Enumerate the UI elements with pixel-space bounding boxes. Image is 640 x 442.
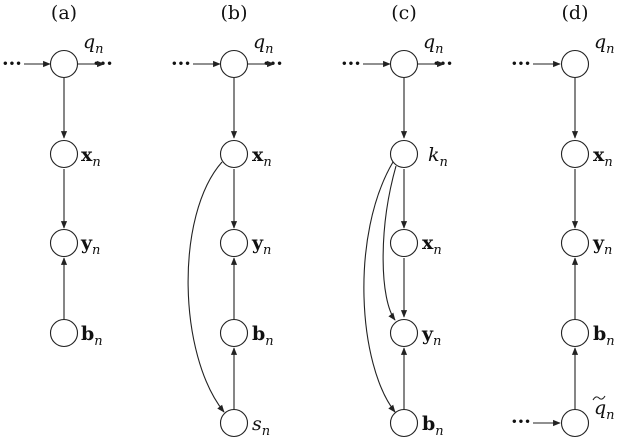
label-q-d: qn <box>594 31 615 57</box>
chain-dots-left-c: ··· <box>341 53 361 75</box>
chain-dots-left-d: ··· <box>511 53 531 75</box>
label-qtilde-d: qn <box>594 397 615 423</box>
node-b-c <box>389 408 419 438</box>
label-b-a: bn <box>81 323 103 349</box>
label-q-c: qn <box>423 31 444 57</box>
label-x-c: xn <box>422 232 442 258</box>
label-k-c: kn <box>428 144 448 170</box>
node-y-d <box>560 228 590 258</box>
label-q-b: qn <box>253 31 274 57</box>
chain-dots-left-a: ··· <box>2 53 22 75</box>
node-y-b <box>219 228 249 258</box>
label-q-a: qn <box>83 31 104 57</box>
panel-b: (b) ··· ··· qn xn yn bn sn <box>171 2 283 439</box>
edge-k-y-c <box>382 165 397 321</box>
chain-dots-left-b: ··· <box>171 53 191 75</box>
node-y-a <box>49 228 79 258</box>
chain-dots-left-bottom-d: ··· <box>511 411 531 433</box>
node-s-b <box>219 408 249 438</box>
panel-label-c: (c) <box>391 2 416 24</box>
node-b-d <box>560 318 590 348</box>
label-b-c: bn <box>422 413 444 439</box>
label-y-a: yn <box>80 232 100 258</box>
edge-x-s-b <box>187 161 225 413</box>
panel-label-a: (a) <box>51 2 77 24</box>
panel-d: (d) ··· ··· qn xn yn bn qn <box>511 2 615 438</box>
label-x-a: xn <box>81 144 101 170</box>
label-y-c: yn <box>421 323 441 349</box>
label-b-b: bn <box>252 323 274 349</box>
label-y-b: yn <box>251 232 271 258</box>
node-q-b <box>219 49 249 79</box>
node-q-d <box>560 49 590 79</box>
panel-c: (c) ··· ··· qn kn xn yn bn <box>341 2 453 439</box>
node-b-a <box>49 318 79 348</box>
node-b-b <box>219 318 249 348</box>
node-x-a <box>49 139 79 169</box>
node-q-c <box>389 49 419 79</box>
label-b-d: bn <box>593 323 615 349</box>
node-k-c <box>389 139 419 169</box>
label-s-b: sn <box>252 413 270 439</box>
node-x-c <box>389 228 419 258</box>
node-qtilde-d <box>560 408 590 438</box>
panel-label-b: (b) <box>221 2 248 24</box>
node-x-b <box>219 139 249 169</box>
edge-k-b-c <box>363 161 396 413</box>
label-x-d: xn <box>593 144 613 170</box>
label-y-d: yn <box>592 232 612 258</box>
label-x-b: xn <box>252 144 272 170</box>
panel-label-d: (d) <box>562 2 589 24</box>
node-q-a <box>49 49 79 79</box>
tilde-mark-d <box>592 395 606 401</box>
node-x-d <box>560 139 590 169</box>
node-y-c <box>389 318 419 348</box>
panel-a: (a) ··· ··· qn xn yn bn <box>2 2 113 349</box>
